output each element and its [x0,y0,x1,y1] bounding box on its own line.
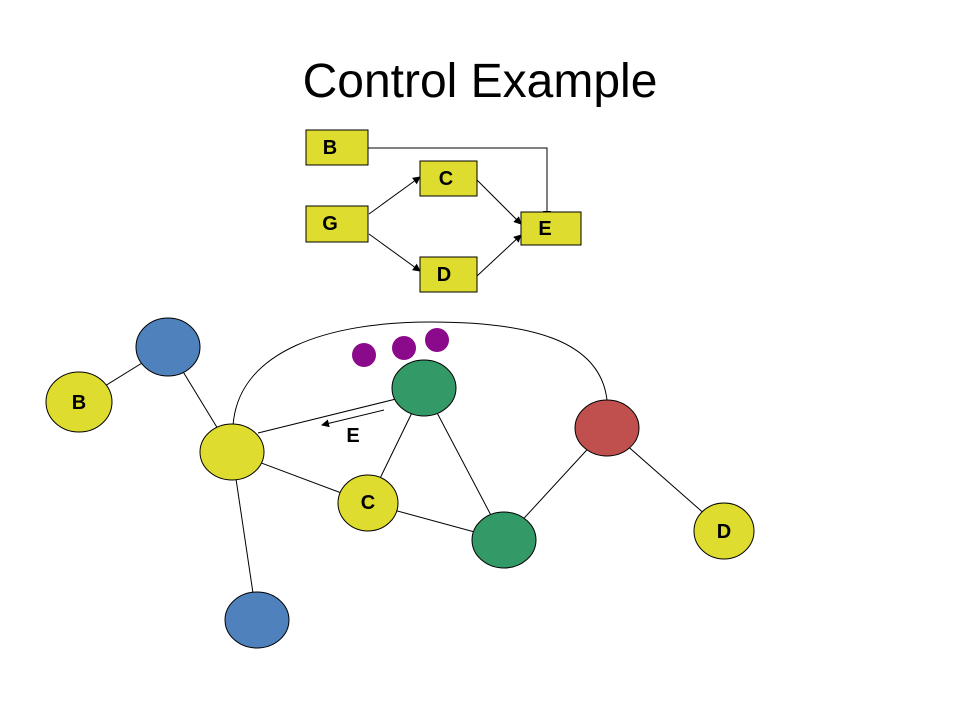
flow-edge-g-d [368,233,421,272]
flow-box-c: C [419,160,478,197]
graph-node-yellow-hub [199,423,265,481]
flow-box-d: D [419,256,478,293]
flow-box-g-label: G [322,213,338,235]
flow-box-b-label: B [323,137,337,159]
graph-label-e: E [346,425,359,447]
flow-box-b: B [305,129,369,166]
graph-node-green-top [391,359,457,417]
graph-node-green-bottom [471,511,537,569]
token-dot-2 [392,336,416,360]
graph-node-c: C [337,474,399,532]
flow-diagram: B C G E D [305,129,582,293]
flow-box-c-label: C [439,168,453,190]
token-dot-3 [425,328,449,352]
graph-node-c-label: C [361,492,375,514]
graph-node-d: D [693,502,755,560]
flow-box-d-label: D [437,264,451,286]
flow-edge-d-e [476,234,522,277]
graph-node-d-label: D [717,521,731,543]
graph-edge-yellow-green-top [257,398,397,434]
slide-title: Control Example [302,55,658,108]
flow-box-g: G [305,205,369,243]
flow-box-e-label: E [538,218,551,240]
graph-node-b: B [45,371,113,433]
graph-node-b-label: B [72,392,86,414]
graph-node-red [574,399,640,457]
graph-edge-arc-yellow-red [232,321,608,427]
network-graph: E B C D [45,317,755,649]
token-dot-1 [352,343,376,367]
graph-node-blue-bottom [224,591,290,649]
flow-box-e: E [520,211,582,246]
graph-arrow-e [321,409,385,428]
flow-edge-b-e [368,147,551,219]
flow-edge-g-c [368,176,421,215]
graph-node-blue-top [135,317,201,377]
flow-edge-c-e [476,179,522,225]
